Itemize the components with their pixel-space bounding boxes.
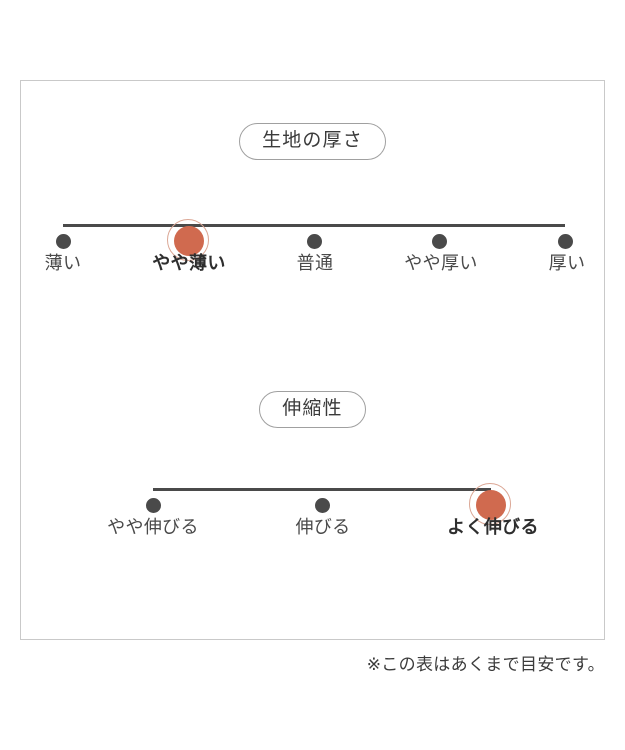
thickness-heading-pill: 生地の厚さ — [239, 123, 386, 160]
stretch-scale — [21, 472, 604, 525]
stretch-heading-pill: 伸縮性 — [259, 391, 366, 428]
stretch-label-3: よく伸びる — [447, 517, 539, 538]
thickness-dot-2-selected[interactable] — [166, 219, 209, 261]
section-stretchiness: 伸縮性 やや伸びる 伸びる よく伸びる — [21, 391, 604, 548]
stretch-label-1: やや伸びる — [107, 517, 199, 538]
thickness-label-3: 普通 — [296, 253, 334, 274]
stretch-label-2: 伸びる — [295, 517, 351, 538]
stretch-dot-3-selected[interactable] — [469, 483, 511, 525]
thickness-dot-4[interactable] — [432, 234, 447, 249]
section-fabric-thickness: 生地の厚さ 薄い やや薄い 普通 やや厚い 厚い — [21, 123, 604, 284]
thickness-heading-row: 生地の厚さ — [21, 123, 604, 160]
footnote-disclaimer: ※この表はあくまで目安です。 — [366, 655, 605, 675]
stretch-labels: やや伸びる 伸びる よく伸びる — [21, 518, 604, 548]
thickness-label-5: 厚い — [548, 253, 586, 274]
thickness-label-2: やや薄い — [152, 253, 226, 274]
thickness-dot-5[interactable] — [557, 234, 573, 249]
thickness-dot-3[interactable] — [306, 234, 322, 249]
stretch-dot-1[interactable] — [145, 498, 161, 513]
stretch-dot-2[interactable] — [314, 498, 330, 513]
stretch-heading-row: 伸縮性 — [21, 391, 604, 428]
thickness-scale — [21, 208, 604, 261]
thickness-labels: 薄い やや薄い 普通 やや厚い 厚い — [21, 254, 604, 284]
thickness-label-1: 薄い — [44, 253, 82, 274]
spec-panel: 生地の厚さ 薄い やや薄い 普通 やや厚い 厚い 伸縮性 — [20, 80, 605, 640]
thickness-dot-1[interactable] — [55, 234, 71, 249]
thickness-label-4: やや厚い — [404, 253, 478, 274]
thickness-track — [63, 224, 565, 227]
stretch-track — [153, 488, 491, 491]
